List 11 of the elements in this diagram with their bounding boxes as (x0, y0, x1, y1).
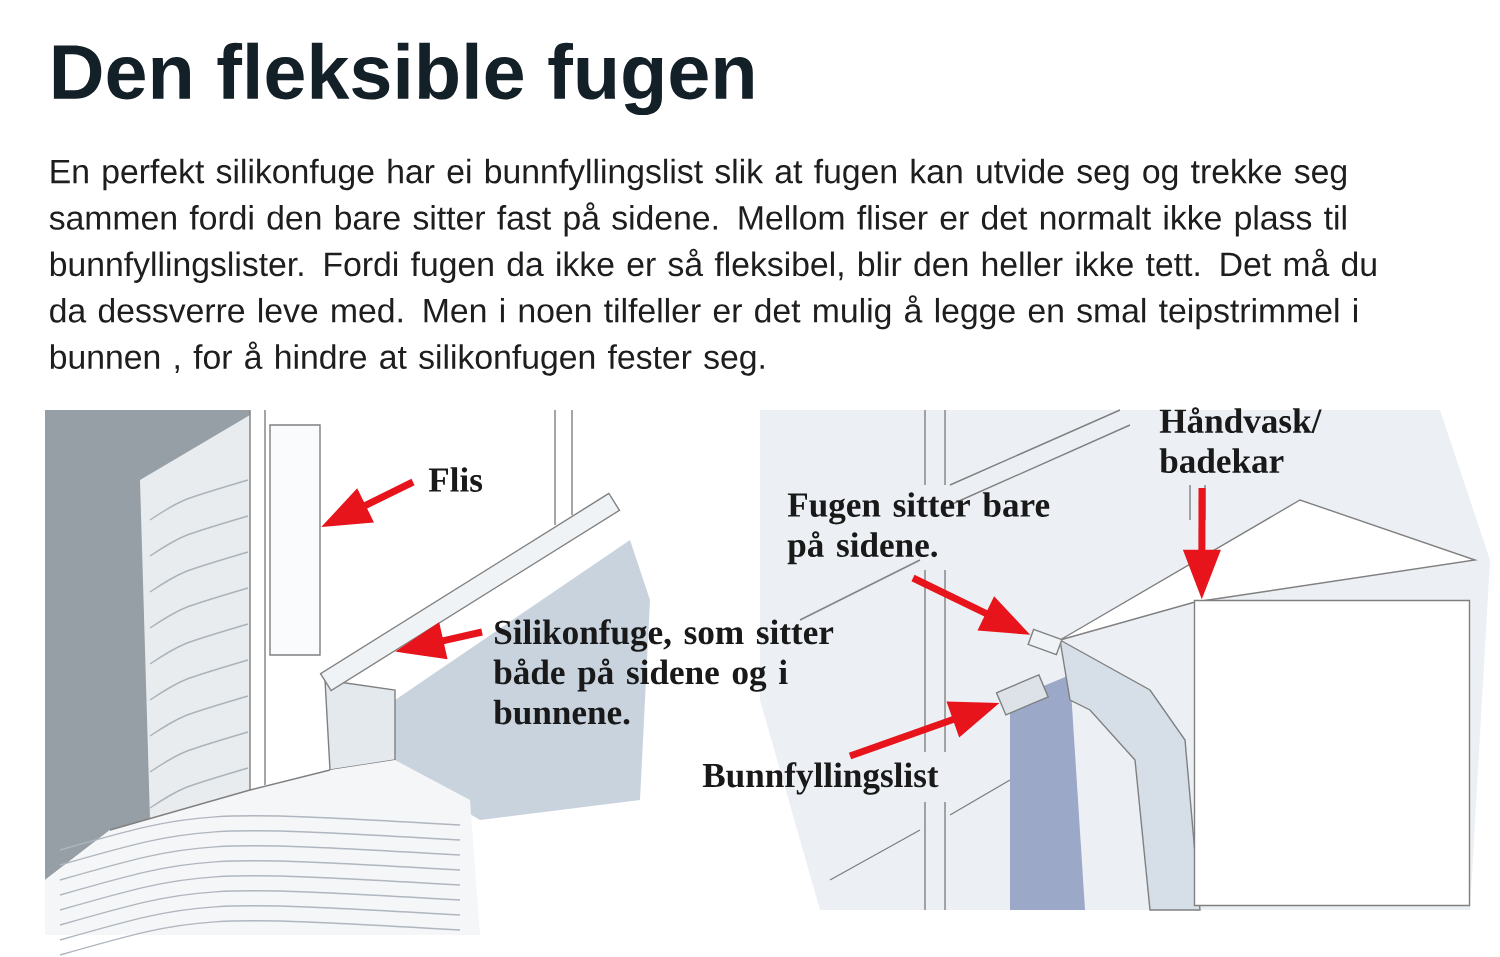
tile (269, 424, 321, 656)
basin (1193, 599, 1471, 907)
callout-label: Bunnfyllingslist (702, 762, 939, 795)
title: Den fleksible fugen (53, 42, 753, 116)
silicone-joint (1027, 628, 1063, 656)
body-paragraph: En perfekt silikonfuge har ei bunnfyllingslist slik at fugen kan utvide seg og trekke seg sammen fordi den bare sitter fast på sidene. Mellom fliser er det normalt ikke plass til bunnfyllingslister. Fordi fugen da ikke er så fleksibel, blir den heller ikke tett. Det må du da dessverre leve med. Men i noen tilfeller er det mulig å legge en smal teipstrimmel i bunnen , for å hindre at silikonfugen fester seg. (49, 158, 1376, 376)
callout-label: Flis (428, 467, 483, 492)
callout-label: Silikonfuge, som sitter både på sidene og i bunnene. (493, 619, 834, 725)
backer-rod (995, 674, 1049, 716)
callout-label: Fugen sitter bare på sidene. (787, 492, 1050, 565)
callout-label: Håndvask/ badekar (1159, 407, 1322, 474)
